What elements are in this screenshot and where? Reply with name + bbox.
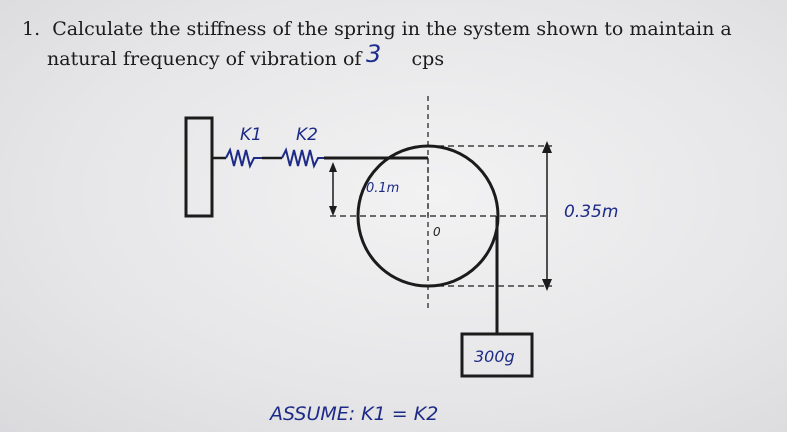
small-radius-arrow-bottom xyxy=(329,206,337,216)
spring-k2 xyxy=(281,147,324,169)
small-radius-arrow-top xyxy=(329,162,337,172)
label-pulley-center: 0 xyxy=(433,225,441,239)
label-k1: K1 xyxy=(240,125,262,145)
problem-text-line2-main: natural frequency of vibration of xyxy=(47,48,362,70)
problem-text-line1: Calculate the stiffness of the spring in… xyxy=(52,18,732,40)
label-k2: K2 xyxy=(296,125,318,145)
label-small-radius: 0.1m xyxy=(366,181,399,196)
handwritten-frequency-value: 3 xyxy=(366,40,382,68)
problem-statement: 1. Calculate the stiffness of the spring… xyxy=(22,14,772,74)
large-radius-arrow-bottom xyxy=(542,279,552,291)
problem-text-line2: natural frequency of vibration of cps xyxy=(22,44,772,74)
large-radius-arrow-top xyxy=(542,141,552,153)
label-large-radius: 0.35m xyxy=(564,202,618,222)
frequency-unit: cps xyxy=(411,48,445,70)
spring-k1 xyxy=(225,147,262,169)
assumption-note: ASSUME: K1 = K2 xyxy=(268,403,438,425)
fixed-wall xyxy=(184,116,214,218)
mass-block xyxy=(460,332,534,378)
problem-number: 1. xyxy=(22,18,41,40)
label-mass: 300g xyxy=(474,347,515,366)
